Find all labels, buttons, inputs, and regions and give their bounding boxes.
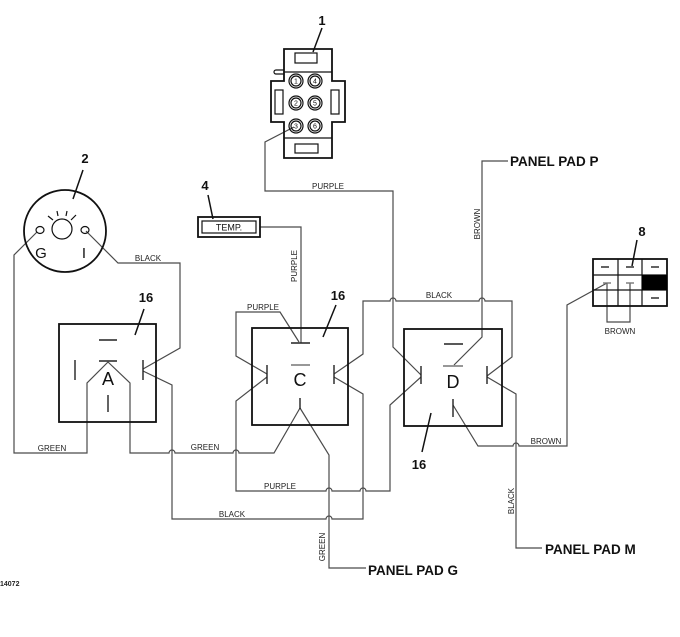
figure-id: 14072: [0, 581, 20, 588]
callout-16-d: 16: [412, 457, 426, 472]
connector-1-body: [270, 48, 346, 159]
relay-c-label: C: [294, 370, 307, 390]
relay-d-label: D: [447, 372, 460, 392]
callout-4-leader: [207, 194, 214, 220]
connector-1-pin: 5: [307, 95, 323, 111]
callout-1-leader: [312, 27, 323, 53]
panel-pad-g-label: PANEL PAD G: [368, 563, 458, 578]
lamp-icon: [47, 210, 77, 240]
wire-black-relay-a-to-relay-c-bottom: [142, 370, 364, 520]
wire-label: BROWN: [473, 208, 482, 239]
relay-d: D 16: [403, 328, 503, 472]
temp-sender: TEMP. 4: [197, 178, 261, 238]
wire-green-relay-a-to-relay-c: [107, 361, 301, 454]
temp-sender-inner: [201, 220, 257, 234]
wire-black-ignition-to-relay-a: [85, 230, 181, 370]
connector-1-pin: 4: [307, 73, 323, 89]
callout-16-c: 16: [331, 288, 345, 303]
terminal-g: [35, 225, 45, 235]
callout-16-d-leader: [421, 412, 432, 453]
wire-label: GREEN: [191, 443, 220, 452]
wire-green-relay-c-to-pad-g: [299, 407, 366, 569]
wire-label: BROWN: [605, 327, 636, 336]
wire-label: BLACK: [426, 291, 453, 300]
wire-label: PURPLE: [290, 250, 299, 282]
terminal-i: [80, 225, 90, 235]
wire-purple-connector1-to-relay-d: [264, 126, 422, 376]
wire-brown-pad-p-to-relay-d: [453, 160, 508, 366]
relay-d-body: [403, 328, 503, 427]
wire-labels: PURPLE BLACK PURPLE PURPLE BLACK BROWN B…: [38, 182, 636, 561]
callout-2: 2: [81, 151, 88, 166]
connector-1-latch-bottom: [294, 143, 319, 154]
connector-1-latch-top: [294, 52, 318, 64]
relay-a: A 16: [58, 290, 157, 423]
panel-pad-p-label: PANEL PAD P: [510, 154, 599, 169]
connector-1-pin: 1: [288, 73, 304, 89]
connector-1-key-peg: [273, 69, 284, 75]
wire-label: BLACK: [219, 510, 246, 519]
connector-1-pin: 3: [288, 118, 304, 134]
callout-16-c-leader: [322, 304, 337, 338]
pin-number: 3: [294, 124, 298, 131]
connector-1-pin: 6: [307, 118, 323, 134]
relay-a-body: [58, 323, 157, 423]
wire-purple-relay-c-to-relay-d-bottom: [235, 376, 422, 492]
pin-number: 4: [313, 79, 317, 86]
callout-16-a: 16: [139, 290, 153, 305]
ignition-body: [23, 189, 107, 273]
wire-label: GREEN: [38, 444, 67, 453]
ignition-switch: G I 2: [23, 151, 107, 273]
callout-8: 8: [638, 224, 645, 239]
callout-4: 4: [201, 178, 209, 193]
relay-c-body: [251, 327, 349, 426]
terminal-i-label: I: [82, 245, 86, 262]
pin-number: 1: [294, 79, 298, 86]
temp-sender-outer: [197, 216, 261, 238]
wire-brown-connector8-jumper: [606, 283, 631, 323]
panel-pad-m-label: PANEL PAD M: [545, 542, 636, 557]
pin-number: 5: [313, 101, 317, 108]
wire-label: BLACK: [507, 487, 516, 514]
wire-label: PURPLE: [312, 182, 344, 191]
wires: [13, 126, 631, 569]
relay-a-label: A: [102, 369, 114, 389]
connector-1-pin: 2: [288, 95, 304, 111]
relay-c: C 16: [251, 288, 349, 426]
callout-16-a-leader: [134, 308, 145, 336]
connector-1-slot-left: [274, 89, 284, 115]
wire-black-relay-c-to-relay-d: [333, 297, 513, 377]
connector-8: 8: [592, 224, 668, 307]
connector-1-slot-right: [330, 89, 340, 115]
wire-black-relay-d-to-pad-m: [486, 376, 542, 549]
wire-green-ignition-g-to-relay-a: [13, 231, 109, 454]
wire-brown-relay-d-to-connector8: [452, 282, 608, 447]
connector-1: 1 4 2 5 3 6 1: [270, 13, 346, 159]
wire-label: BROWN: [531, 437, 562, 446]
wire-label: BLACK: [135, 254, 162, 263]
wire-label: PURPLE: [264, 482, 296, 491]
callout-2-leader: [72, 169, 84, 200]
callout-8-leader: [631, 239, 638, 267]
connector-8-blocked-cavity: [642, 275, 667, 290]
wire-label: PURPLE: [247, 303, 279, 312]
wire-purple-relay-c-loop: [235, 311, 300, 375]
wire-purple-temp-to-relay-c: [260, 226, 302, 343]
pin-number: 6: [313, 124, 317, 131]
pin-number: 2: [294, 101, 298, 108]
callout-1: 1: [318, 13, 325, 28]
temp-sender-label: TEMP.: [216, 223, 242, 233]
panel-pads: PANEL PAD P PANEL PAD G PANEL PAD M: [368, 154, 636, 578]
terminal-g-label: G: [35, 245, 47, 262]
wire-label: GREEN: [318, 533, 327, 562]
